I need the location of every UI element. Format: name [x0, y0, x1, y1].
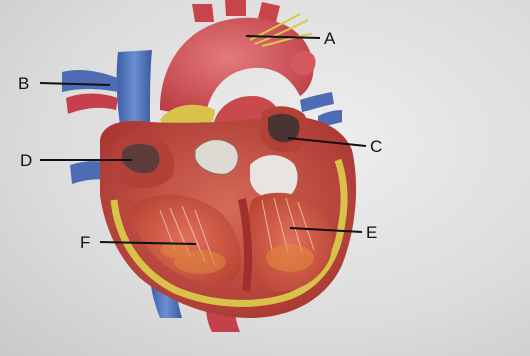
arch-branch-1	[192, 4, 214, 22]
label-e: E	[366, 224, 377, 241]
label-d: D	[20, 152, 32, 169]
left-vessel-blue-upper	[62, 70, 118, 92]
superior-vena-cava	[117, 50, 152, 125]
label-b: B	[18, 75, 29, 92]
label-a: A	[324, 30, 335, 47]
label-f: F	[80, 234, 90, 251]
right-vessel-blue-upper	[300, 92, 334, 112]
label-c: C	[370, 138, 382, 155]
arch-branch-2	[225, 0, 246, 16]
left-vessel-red	[66, 94, 118, 115]
